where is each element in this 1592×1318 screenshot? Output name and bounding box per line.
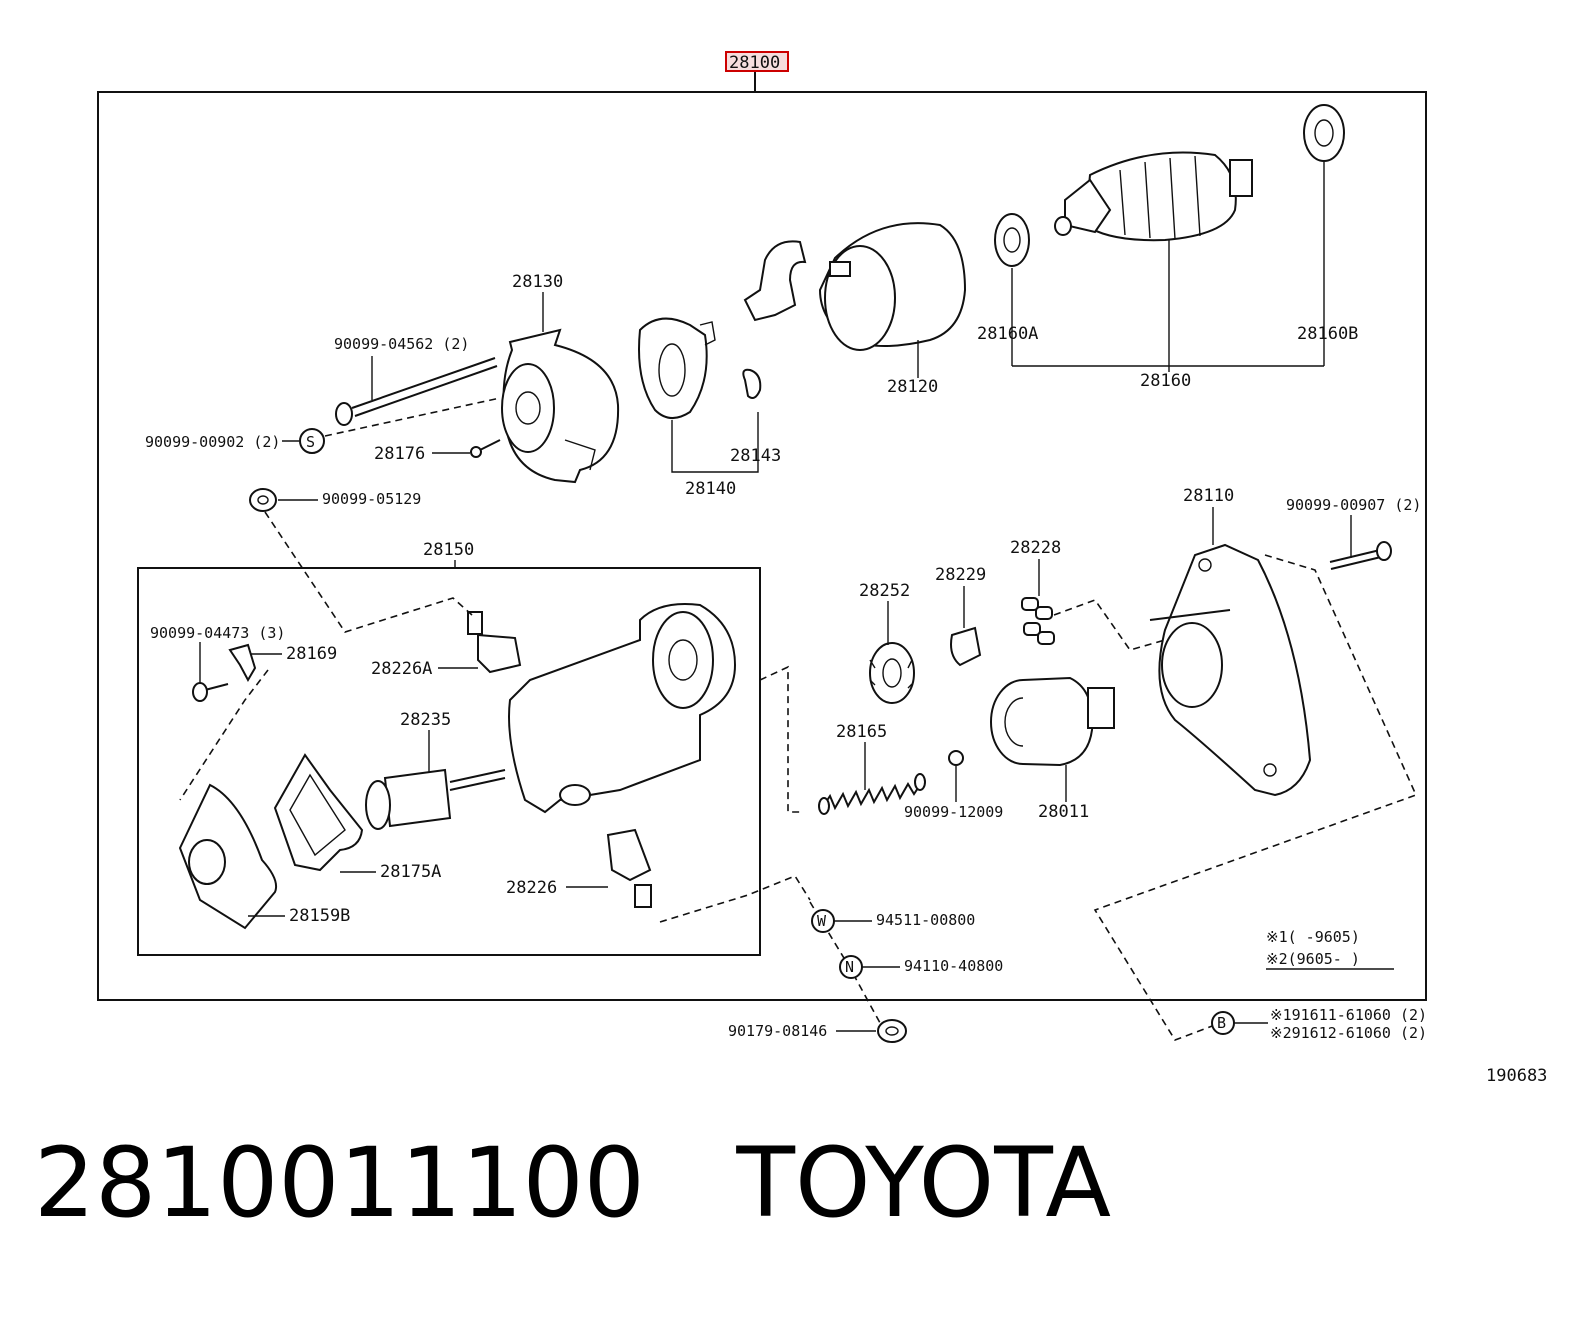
- assembly-ref-label[interactable]: 28100: [729, 53, 780, 73]
- yoke-28120: [743, 222, 967, 351]
- retainer-28229: [950, 626, 982, 667]
- gasket-28175A: [273, 753, 364, 872]
- part-28169[interactable]: 28169: [286, 644, 337, 664]
- part-28160B[interactable]: 28160B: [1297, 324, 1358, 344]
- bolt-90099-04473: [192, 682, 229, 702]
- part-28011[interactable]: 28011: [1038, 802, 1089, 822]
- brush-holder-28140: [638, 317, 716, 419]
- symbol-w: W: [817, 912, 827, 930]
- plunger-28235: [365, 768, 506, 830]
- part-90099-04473[interactable]: 90099-04473 (3): [150, 624, 285, 642]
- part-28228[interactable]: 28228: [1010, 538, 1061, 558]
- part-91611-61060[interactable]: ※191611-61060 (2): [1270, 1006, 1427, 1024]
- rear-housing-28130: [501, 328, 620, 484]
- spring-28143: [742, 368, 762, 399]
- symbol-b: B: [1217, 1014, 1226, 1032]
- part-90099-04562[interactable]: 90099-04562 (2): [334, 335, 469, 353]
- terminal-28226A: [467, 611, 522, 674]
- part-90179-08146[interactable]: 90179-08146: [728, 1022, 827, 1040]
- bearing-28160B: [1303, 104, 1345, 162]
- part-94511-00800[interactable]: 94511-00800: [876, 911, 975, 929]
- part-28110[interactable]: 28110: [1183, 486, 1234, 506]
- drive-housing-28110: [1149, 543, 1312, 797]
- part-28159B[interactable]: 28159B: [289, 906, 350, 926]
- part-28176[interactable]: 28176: [374, 444, 425, 464]
- screw-28176: [470, 439, 501, 458]
- part-28175A[interactable]: 28175A: [380, 862, 441, 882]
- solenoid-group-frame: [137, 567, 761, 956]
- terminal-28226: [606, 828, 652, 908]
- part-28160A[interactable]: 28160A: [977, 324, 1038, 344]
- note-2: ※2(9605- ): [1266, 950, 1360, 968]
- part-28120[interactable]: 28120: [887, 377, 938, 397]
- armature-28160: [1054, 151, 1253, 242]
- caption-brand: TOYOTA: [736, 1127, 1112, 1239]
- part-28226[interactable]: 28226: [506, 878, 557, 898]
- part-91612-61060[interactable]: ※291612-61060 (2): [1270, 1024, 1427, 1042]
- symbol-n: N: [845, 958, 854, 976]
- washer-s-symbol: [299, 428, 325, 454]
- part-28229[interactable]: 28229: [935, 565, 986, 585]
- part-28130[interactable]: 28130: [512, 272, 563, 292]
- part-90099-00907[interactable]: 90099-00907 (2): [1286, 496, 1421, 514]
- diagram-code: 190683: [1486, 1066, 1547, 1086]
- ball-90099-12009: [948, 750, 964, 766]
- cover-28159B: [178, 783, 278, 930]
- rollers-28228: [1021, 597, 1055, 645]
- part-28160[interactable]: 28160: [1140, 371, 1191, 391]
- part-28140[interactable]: 28140: [685, 479, 736, 499]
- part-90099-12009[interactable]: 90099-12009: [904, 803, 1003, 821]
- caption: 2810011100 TOYOTA: [34, 1135, 1111, 1231]
- grommet-90099-05129: [249, 488, 277, 512]
- through-bolt: [335, 357, 498, 426]
- part-28150[interactable]: 28150: [423, 540, 474, 560]
- part-28252[interactable]: 28252: [859, 581, 910, 601]
- note-1: ※1( -9605): [1266, 928, 1360, 946]
- solenoid-housing: [508, 603, 737, 814]
- symbol-s: S: [306, 433, 315, 451]
- part-28165[interactable]: 28165: [836, 722, 887, 742]
- nut-90179-08146: [877, 1019, 907, 1043]
- bearing-28160A: [994, 213, 1030, 267]
- assembly-frame: [97, 91, 1427, 1001]
- clip-28169: [228, 643, 257, 683]
- spring-28165: [818, 773, 926, 815]
- part-90099-00902[interactable]: 90099-00902 (2): [145, 433, 280, 451]
- caption-part-number: 2810011100: [34, 1127, 645, 1239]
- part-94110-40800[interactable]: 94110-40800: [904, 957, 1003, 975]
- gear-28252: [869, 642, 915, 704]
- part-28143[interactable]: 28143: [730, 446, 781, 466]
- part-28226A[interactable]: 28226A: [371, 659, 432, 679]
- clutch-28011: [990, 676, 1115, 767]
- assembly-ref-highlight[interactable]: [725, 51, 789, 72]
- bolt-90099-00907: [1329, 541, 1392, 570]
- part-28235[interactable]: 28235: [400, 710, 451, 730]
- part-90099-05129[interactable]: 90099-05129: [322, 490, 421, 508]
